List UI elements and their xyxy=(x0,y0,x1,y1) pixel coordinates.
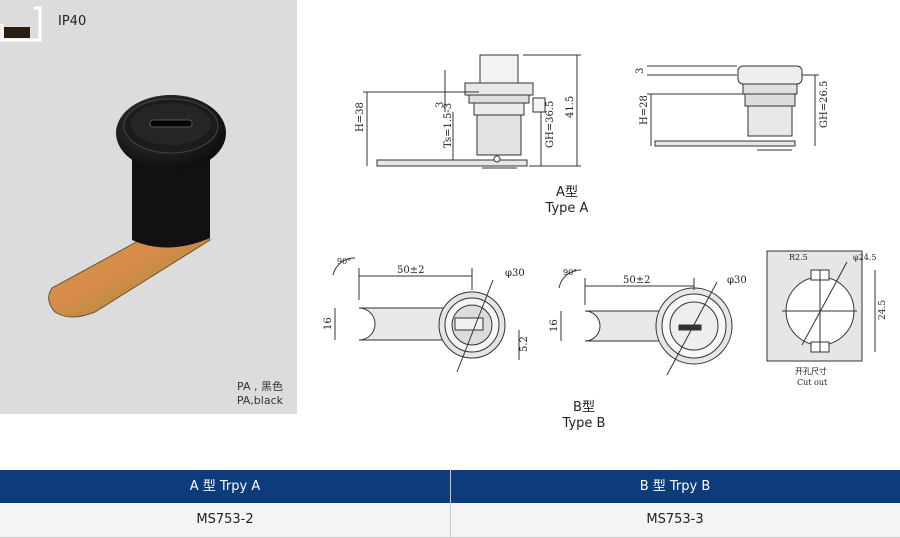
dim-a-overall: 41.5 xyxy=(565,96,576,118)
cutout-label-cn: 开孔尺寸 xyxy=(795,366,827,376)
ip-rating-label: IP40 xyxy=(58,14,87,29)
model-b-cell: MS753-3 xyxy=(646,512,704,527)
dim-a-three: 3 xyxy=(435,102,446,108)
cutout-dia: φ24.5 xyxy=(853,253,876,262)
dim-b2-dia: φ30 xyxy=(727,275,747,286)
dim-b2-width: 16 xyxy=(549,319,560,332)
material-label: PA , 黑色 PA,black xyxy=(237,380,283,408)
type-b-top-view-1 xyxy=(332,257,520,373)
cutout-r: R2.5 xyxy=(789,253,808,262)
product-photo-panel: IP40 PA , 黑色 PA,black xyxy=(0,0,297,414)
type-a-side-view xyxy=(363,54,581,169)
material-cn: PA , 黑色 xyxy=(237,380,283,393)
drawings-svg: H=38 3 Ts=1.5-3 GH=36.5 41.5 H=28 3 GH=2… xyxy=(323,54,888,387)
dim-a2-h: H=28 xyxy=(639,95,650,125)
dim-b1-depth: 5.2 xyxy=(519,336,530,352)
cutout-label-en: Cut out xyxy=(797,378,828,387)
type-a-caption-cn: A型 xyxy=(556,185,578,200)
type-b-caption: B型 Type B xyxy=(534,400,634,432)
model-table: A 型 Trpy A B 型 Trpy B MS753-2 MS753-3 xyxy=(0,470,900,538)
dim-a2-three: 3 xyxy=(635,68,646,74)
dim-b2-length: 50±2 xyxy=(623,275,650,286)
cutout-height: 24.5 xyxy=(878,300,888,320)
table-header-type-a: A 型 Trpy A xyxy=(189,479,261,494)
type-b-caption-en: Type B xyxy=(562,416,606,431)
dim-a-h: H=38 xyxy=(355,102,366,132)
dim-b1-length: 50±2 xyxy=(397,265,424,276)
type-b-caption-cn: B型 xyxy=(573,400,595,415)
lock-body xyxy=(116,95,226,248)
model-a-cell: MS753-2 xyxy=(196,512,254,527)
dim-a-gh: GH=36.5 xyxy=(545,101,556,148)
dim-b1-width: 16 xyxy=(323,317,334,330)
lock-cam-plate xyxy=(48,225,211,318)
cutout-drawing xyxy=(766,250,876,362)
dim-a2-gh: GH=26.5 xyxy=(819,81,830,128)
dim-b1-dia: φ30 xyxy=(505,268,525,279)
dim-b2-angle: 90° xyxy=(563,268,577,277)
ip-protection-icon xyxy=(0,6,42,42)
dim-b1-angle: 90° xyxy=(337,257,351,266)
technical-drawings: H=38 3 Ts=1.5-3 GH=36.5 41.5 H=28 3 GH=2… xyxy=(297,0,900,440)
type-a-side-view-short xyxy=(647,65,819,151)
type-a-caption-en: Type A xyxy=(545,201,589,216)
type-b-top-view-2 xyxy=(558,269,733,376)
table-divider xyxy=(450,470,451,537)
dim-a-ts: Ts=1.5-3 xyxy=(443,103,454,148)
table-header-type-b: B 型 Trpy B xyxy=(639,479,711,494)
type-a-caption: A型 Type A xyxy=(517,185,617,217)
material-en: PA,black xyxy=(236,394,283,407)
product-photo xyxy=(0,6,226,318)
